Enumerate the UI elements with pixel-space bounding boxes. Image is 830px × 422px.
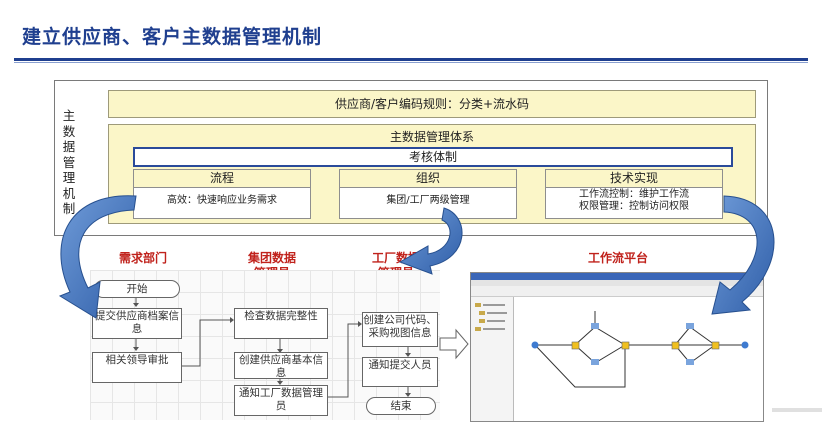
flow-step-notify-submitter: 通知提交人员 — [362, 357, 438, 387]
workflow-canvas — [515, 297, 761, 421]
role-label: 工作流平台 — [587, 251, 648, 265]
pillar-body: 集团/工厂两级管理 — [386, 195, 470, 206]
arrowhead — [405, 393, 411, 397]
window-menubar — [471, 280, 763, 286]
title-divider — [14, 58, 808, 61]
role-workflow-platform: 工作流平台 — [578, 251, 658, 266]
connector — [328, 323, 360, 398]
flow-start: 开始 — [94, 280, 180, 298]
window-titlebar — [471, 273, 763, 280]
watermark-icon — [772, 408, 822, 412]
arrowhead — [230, 317, 234, 323]
workflow-platform-screenshot — [470, 272, 764, 422]
coding-rule-box: 供应商/客户编码规则：分类+流水码 — [108, 90, 756, 118]
assessment-box: 考核体制 — [133, 147, 733, 167]
role-demand-dept: 需求部门 — [108, 251, 178, 266]
pillar-technology: 技术实现 工作流控制：维护工作流 权限管理：控制访问权限 — [545, 169, 723, 219]
arrowhead — [358, 321, 362, 327]
pillar-body: 工作流控制：维护工作流 权限管理：控制访问权限 — [546, 188, 722, 213]
approval-flowchart: 开始 提交供应商档案信息 相关领导审批 检查数据完整性 创建供应商基本信息 通知… — [90, 270, 440, 420]
pillar-title: 流程 — [134, 170, 310, 188]
window-sidebar — [471, 297, 514, 421]
role-label: 集团数据 — [247, 251, 296, 265]
title-divider-thin — [14, 62, 808, 63]
flow-step-approve: 相关领导审批 — [92, 352, 182, 383]
role-label: 需求部门 — [118, 251, 167, 265]
pillar-body: 高效：快速响应业务需求 — [167, 195, 277, 206]
flow-step-create-company: 创建公司代码、采购视图信息 — [362, 312, 438, 347]
window-toolbar — [471, 286, 763, 297]
pillar-body-line: 工作流控制：维护工作流 — [579, 189, 689, 200]
mechanism-side-label: 主数据管理机制 — [62, 108, 76, 216]
curved-arrow-middle — [398, 207, 463, 275]
curved-arrow-left — [58, 195, 137, 319]
watermark-logo — [772, 405, 822, 418]
master-data-system-box: 主数据管理体系 考核体制 流程 高效：快速响应业务需求 组织 集团/工厂两级管理… — [108, 124, 756, 224]
assessment-label: 考核体制 — [408, 150, 457, 164]
arrowhead — [133, 303, 139, 307]
pillar-organization: 组织 集团/工厂两级管理 — [339, 169, 517, 219]
arrowhead — [405, 353, 411, 357]
flow-step-check: 检查数据完整性 — [234, 308, 328, 339]
pillar-title: 组织 — [340, 170, 516, 188]
arrowhead — [277, 381, 283, 385]
pillar-title: 技术实现 — [546, 170, 722, 188]
curved-arrow-right — [711, 195, 775, 315]
coding-rule-text: 供应商/客户编码规则：分类+流水码 — [334, 97, 530, 111]
workflow-graph-icon — [531, 311, 749, 388]
sidebar-tree-icon — [475, 303, 507, 331]
flow-step-notify-factory: 通知工厂数据管理员 — [234, 385, 328, 416]
connector — [180, 319, 232, 367]
arrowhead — [277, 349, 283, 353]
flow-step-create-basic: 创建供应商基本信息 — [234, 352, 328, 379]
connector-arrow-to-platform — [439, 328, 469, 360]
arrowhead — [133, 347, 139, 351]
flow-end: 结束 — [366, 397, 436, 415]
flow-step-submit: 提交供应商档案信息 — [92, 308, 182, 339]
pillar-process: 流程 高效：快速响应业务需求 — [133, 169, 311, 219]
page-title: 建立供应商、客户主数据管理机制 — [22, 26, 323, 48]
pillar-body-line: 权限管理：控制访问权限 — [579, 201, 689, 212]
master-data-system-title: 主数据管理体系 — [389, 130, 474, 144]
